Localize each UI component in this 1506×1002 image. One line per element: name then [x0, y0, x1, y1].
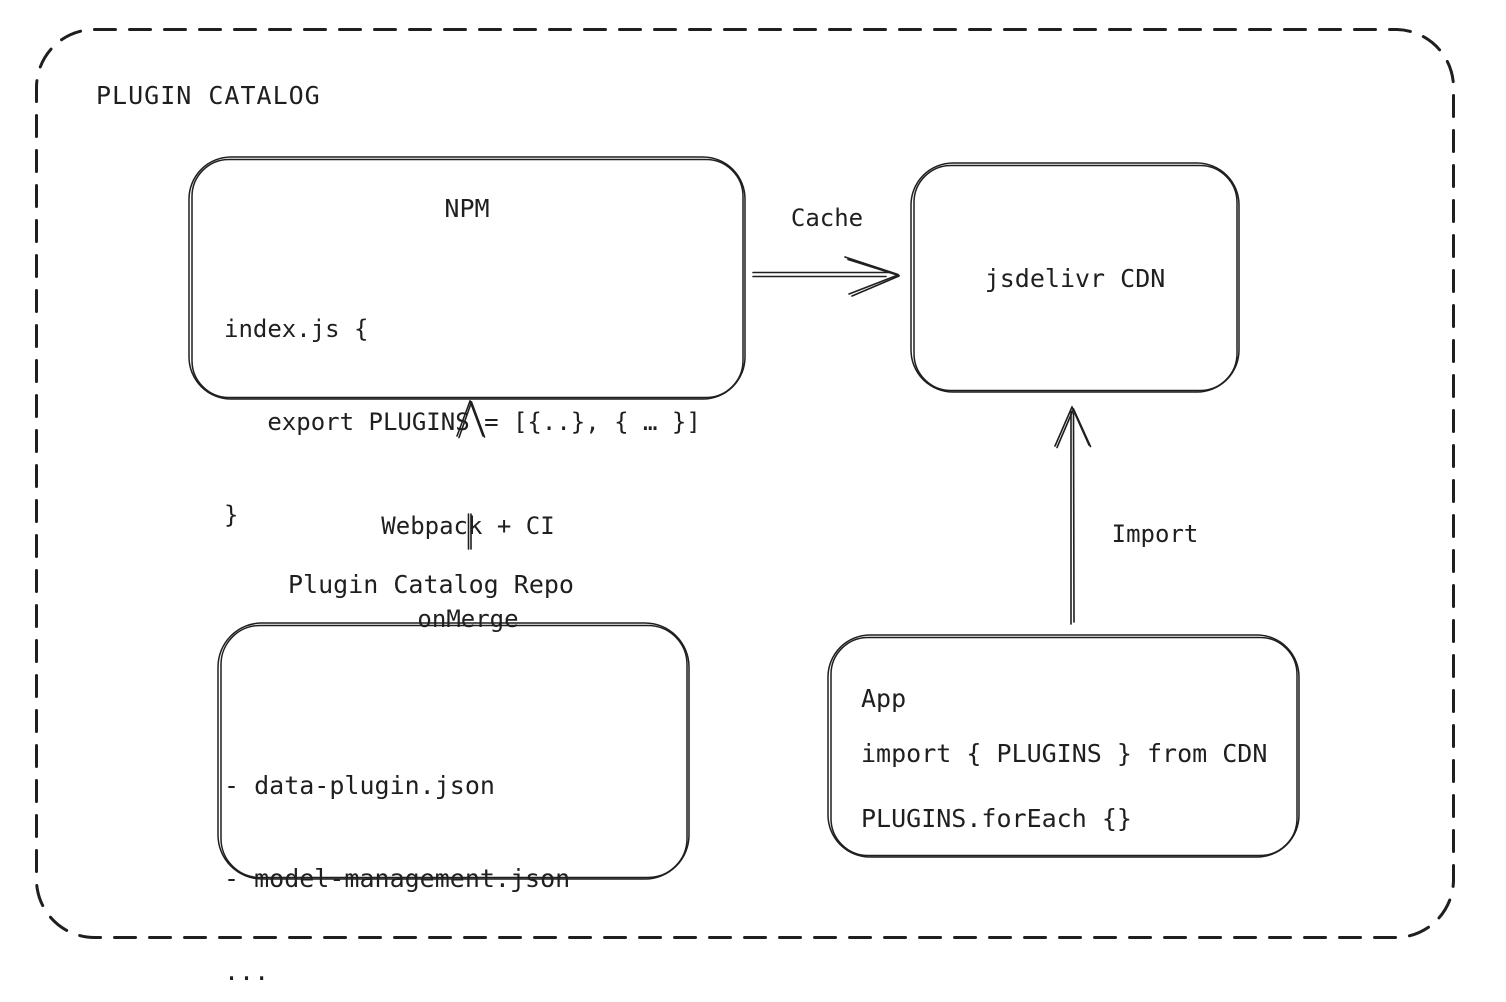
repo-box-label: Plugin Catalog Repo [288, 570, 574, 599]
app-code-line: PLUGINS.forEach {} [861, 804, 1132, 833]
repo-box [217, 622, 690, 880]
app-code-line: import { PLUGINS } from CDN [861, 739, 1268, 768]
catalog-boundary [35, 28, 1455, 939]
diagram-title: PLUGIN CATALOG [96, 81, 321, 110]
repo-file-list: - data-plugin.json - model-management.js… [224, 708, 570, 1002]
cdn-box-title: jsdelivr CDN [984, 264, 1166, 293]
build-arrow-label: Webpack + CI onMerge [368, 449, 568, 697]
cache-arrow-label: Cache [790, 204, 864, 232]
import-arrow-label: Import [1111, 520, 1199, 548]
cache-arrow [752, 256, 900, 297]
npm-code-line: index.js { [224, 315, 369, 343]
npm-code-line: } [224, 501, 239, 529]
repo-file-item: - data-plugin.json [224, 771, 495, 800]
npm-box-title: NPM [444, 194, 490, 223]
import-arrow [1054, 406, 1092, 625]
repo-file-item: - model-management.json [224, 864, 571, 893]
build-arrow-label-line: Webpack + CI [381, 512, 555, 540]
build-arrow-label-line: onMerge [417, 605, 519, 633]
app-box [827, 634, 1300, 858]
cdn-box [910, 162, 1240, 393]
app-box-title: App [861, 684, 907, 713]
npm-box [188, 156, 746, 400]
repo-file-item: ... [224, 957, 270, 986]
npm-code-block: index.js { export PLUGINS = [{..}, { … }… [224, 252, 701, 593]
npm-code-line: export PLUGINS = [{..}, { … }] [224, 408, 701, 436]
build-arrow [456, 400, 486, 550]
